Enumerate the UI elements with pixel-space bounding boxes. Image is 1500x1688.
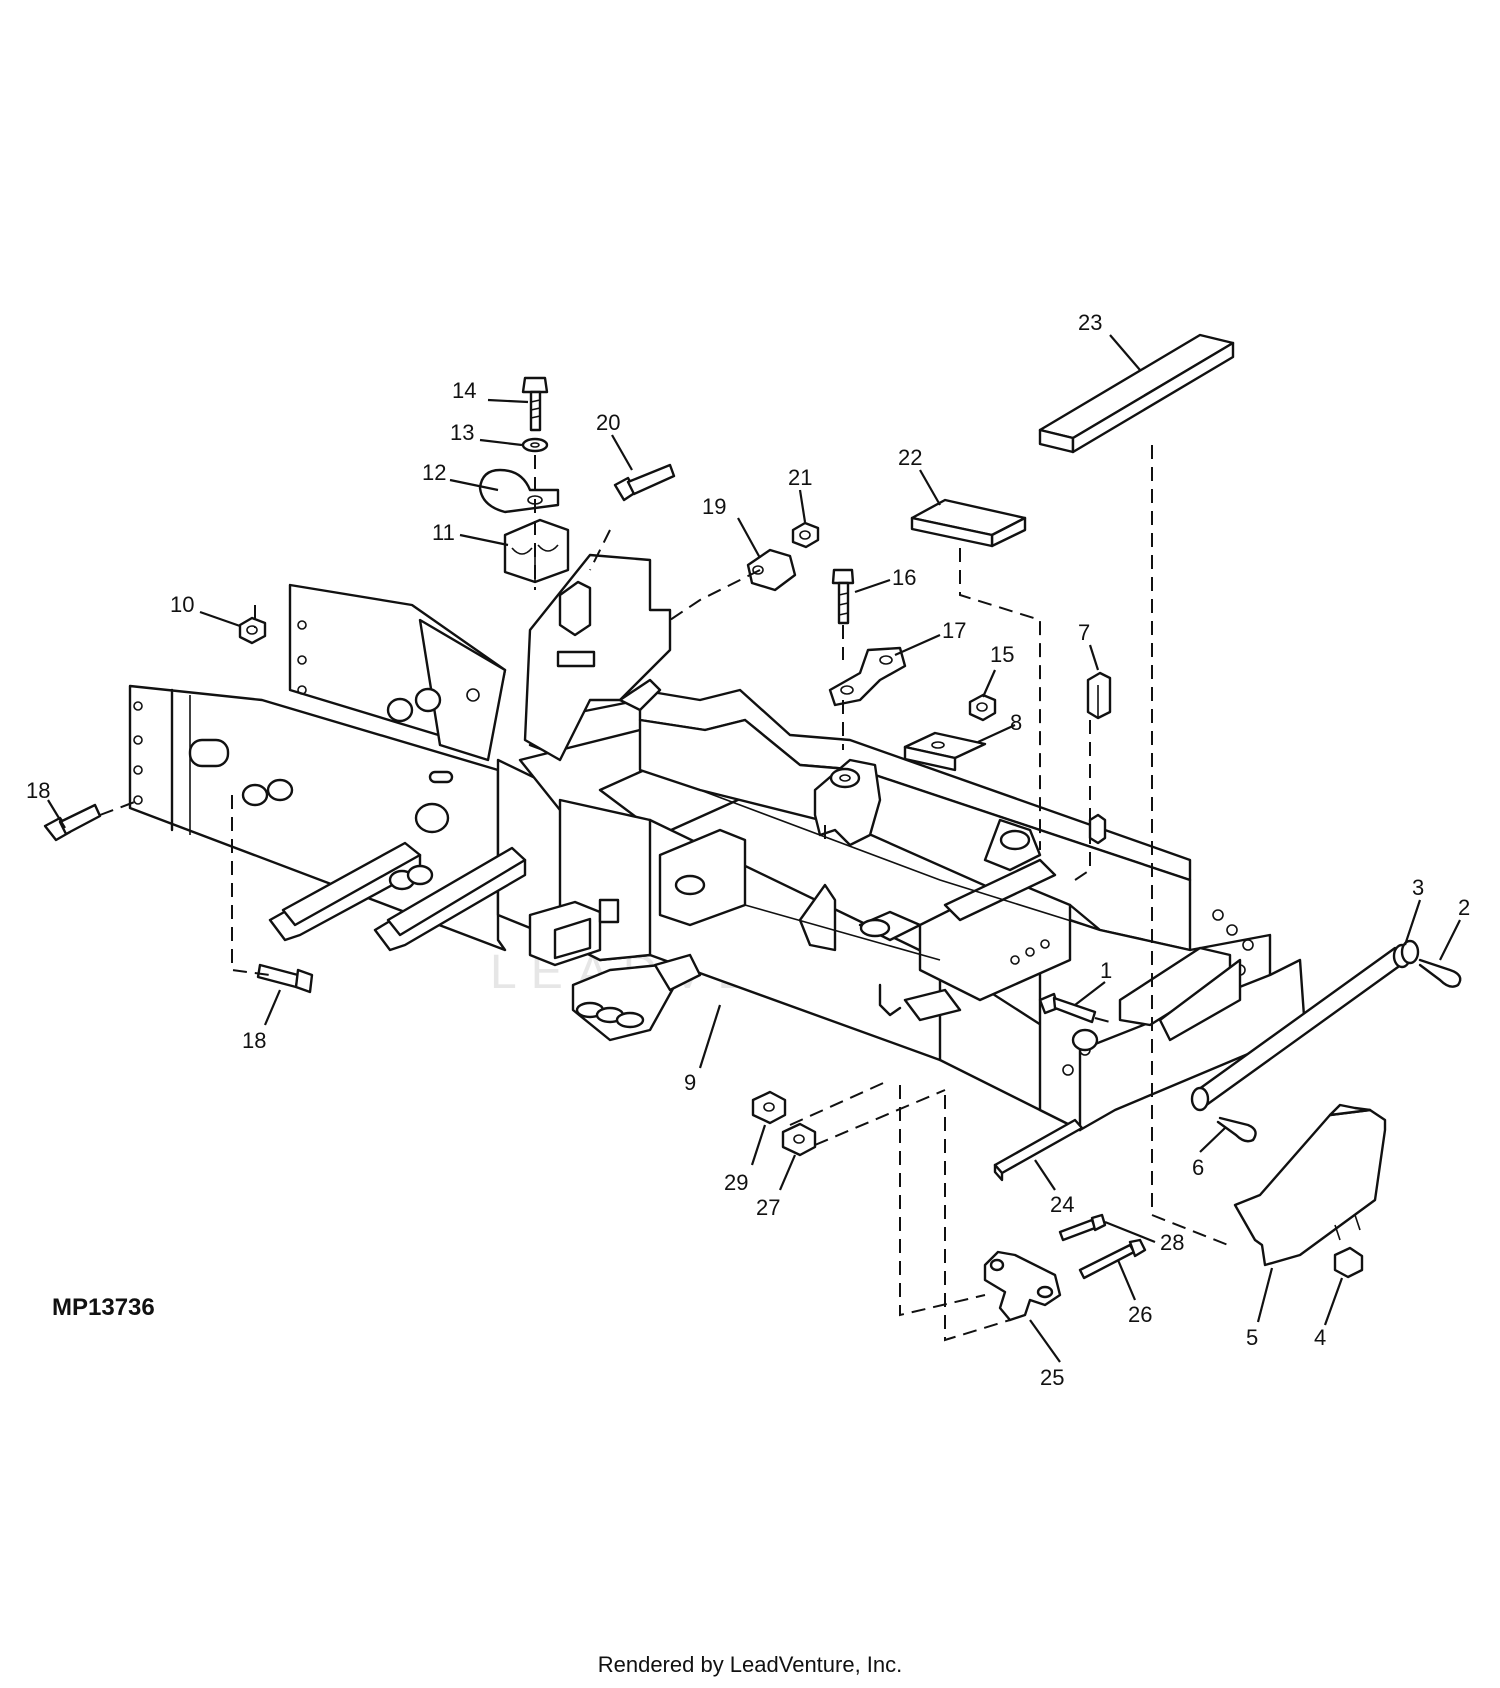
part-28-screw — [1058, 1213, 1107, 1242]
part-18-bolt-lower — [256, 963, 314, 994]
callout-2: 2 — [1458, 895, 1470, 920]
assembly-lines — [99, 445, 1229, 1342]
part-17-strap — [828, 646, 907, 707]
mount-bracket — [813, 758, 882, 847]
callout-17: 17 — [942, 618, 966, 643]
callout-10: 10 — [170, 592, 194, 617]
part-16-bolt — [831, 568, 855, 625]
part-29-nut — [751, 1090, 787, 1125]
part-5-cover — [1233, 1103, 1387, 1267]
part-12-clip — [478, 468, 560, 514]
part-10-nut — [238, 616, 267, 645]
part-6-pin — [1216, 1116, 1257, 1143]
callout-29: 29 — [724, 1170, 748, 1195]
callout-24: 24 — [1050, 1192, 1074, 1217]
callout-27: 27 — [756, 1195, 780, 1220]
part-3-rod — [1190, 939, 1420, 1112]
part-1-bolt — [1038, 992, 1097, 1024]
part-22-pad — [910, 498, 1027, 548]
part-26-screw — [1078, 1238, 1147, 1280]
callout-9: 9 — [684, 1070, 696, 1095]
callout-21-label: 21 — [788, 465, 812, 490]
callout-8: 8 — [1010, 710, 1022, 735]
callout-19: 19 — [702, 494, 726, 519]
callout-15: 15 — [990, 642, 1014, 667]
callout-7: 7 — [1078, 620, 1090, 645]
callout-5: 5 — [1246, 1325, 1258, 1350]
callout-11: 11 — [432, 520, 455, 545]
part-13-washer — [521, 437, 549, 453]
upper-bracket — [523, 553, 672, 762]
callout-23: 23 — [1078, 310, 1102, 335]
diagram-code: MP13736 — [52, 1294, 155, 1321]
part-8-pad — [903, 731, 987, 772]
part-4-nut — [1333, 1246, 1364, 1279]
part-23-bar — [1038, 333, 1235, 454]
part-15-nut — [968, 693, 997, 722]
callout-16: 16 — [892, 565, 916, 590]
callout-18-lower: 18 — [242, 1028, 266, 1053]
callout-13: 13 — [450, 420, 474, 445]
callout-25: 25 — [1040, 1365, 1064, 1390]
part-20-bolt — [613, 463, 676, 502]
callout-22: 22 — [898, 445, 922, 470]
part-14-bolt — [521, 376, 549, 432]
part-18-bolt-left — [43, 803, 102, 842]
callout-28: 28 — [1160, 1230, 1184, 1255]
part-19-clamp — [746, 548, 797, 592]
frame-assembly — [128, 583, 1307, 1132]
part-27-nut — [781, 1122, 817, 1157]
part-2-pin — [1418, 958, 1462, 988]
callout-18-left: 18 — [26, 778, 50, 803]
part-24-bar — [993, 1118, 1084, 1182]
callout-26: 26 — [1128, 1302, 1152, 1327]
callout-14: 14 — [452, 378, 476, 403]
callout-3: 3 — [1412, 875, 1424, 900]
callout-4: 4 — [1314, 1325, 1326, 1350]
callouts: 23 22 14 13 12 11 20 19 21 10 16 17 15 8… — [26, 310, 1470, 1390]
callout-20: 20 — [596, 410, 620, 435]
part-7-block — [1086, 671, 1112, 720]
footer-credit: Rendered by LeadVenture, Inc. — [597, 1652, 903, 1677]
part-11-clamp — [503, 518, 570, 584]
part-21-nut — [791, 521, 820, 549]
callout-1: 1 — [1100, 958, 1112, 983]
callout-6: 6 — [1192, 1155, 1204, 1180]
callout-12: 12 — [422, 460, 446, 485]
leader-lines — [47, 334, 1461, 1363]
part-25-bracket — [983, 1250, 1062, 1322]
